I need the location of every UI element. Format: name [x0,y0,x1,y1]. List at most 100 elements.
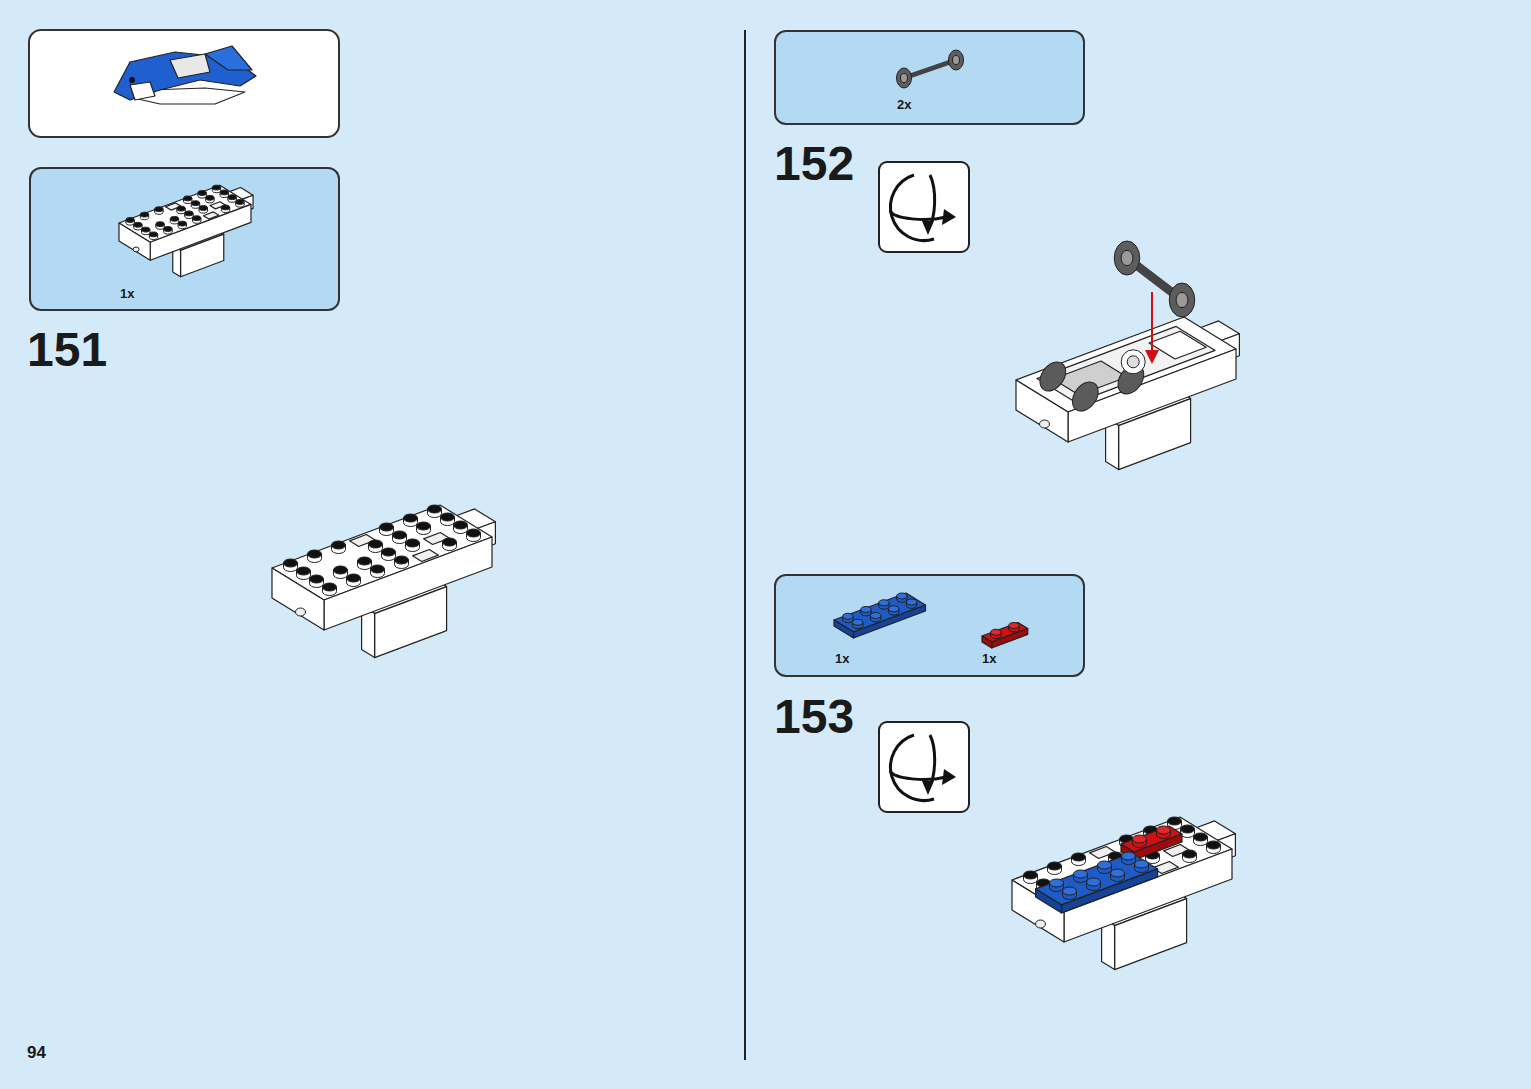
step-151-model [393,531,407,539]
step-number: 152 [774,140,854,188]
step-151-model [358,557,372,565]
rotate-icon [942,769,956,785]
insert-arrow [1151,292,1153,352]
part-illustration [150,204,251,260]
part-illustration [228,195,236,200]
wheel-axle [1121,250,1133,265]
part-illustration [185,211,193,216]
part-illustration [177,206,185,211]
part-quantity: 1x [982,651,996,667]
step-153-model [1122,852,1136,860]
part-illustration [897,50,964,88]
step-153-model [1183,850,1197,858]
part-illustration [854,605,926,638]
step-151-model [417,522,431,530]
submodel-preview [29,30,339,137]
part-illustration [776,576,1083,675]
part-illustration [178,221,186,226]
submodel-preview [170,54,210,78]
part-illustration [199,206,207,211]
part-illustration [991,629,1002,635]
step-153-model [1024,871,1038,879]
part-illustration [897,593,908,599]
step-152-model [1067,377,1103,416]
step-151-model [380,523,394,531]
parts-callout-box: 1x [29,167,340,311]
rotate-icon [879,722,969,812]
part-illustration [156,222,164,227]
step-number: 151 [27,326,107,374]
insert-arrow [1145,350,1159,364]
step-151-model [441,513,455,521]
part-illustration [133,247,139,252]
submodel-preview [205,46,252,70]
step-151-model [332,541,346,549]
step-151-model [443,538,457,546]
step-151-model [324,537,492,630]
part-illustration [191,201,199,206]
rotate-icon [922,781,934,795]
submodel-preview [29,30,339,137]
part-illustration [206,195,214,200]
part-illustration [126,218,134,223]
wheel-axle [1114,241,1140,275]
step-153-model [1036,889,1062,913]
step-151-model [395,556,409,564]
part-illustration [901,74,908,83]
step-151-model [404,514,418,522]
part-illustration [843,613,854,619]
step-153-model [1157,826,1171,834]
rotate-icon [890,735,934,801]
step-151-model [272,505,495,658]
part-illustration [982,636,992,648]
part-illustration [119,185,253,277]
part-illustration [861,607,872,613]
part-illustration [888,606,899,612]
step-153-model [1168,817,1182,825]
rotate-icon [890,771,946,779]
step-151-model [428,505,442,513]
rotate-icon [879,162,969,252]
part-illustration [184,196,192,201]
part-illustration [198,191,206,196]
step-151-model [296,608,306,616]
step-151-model [308,550,322,558]
step-number: 153 [774,693,854,741]
part-illustration [149,232,157,237]
step-151-model [347,574,361,582]
step-153-model [1098,861,1112,869]
step-153-model [1063,887,1077,895]
wheel-axle [1114,241,1195,317]
part-illustration [953,56,960,65]
step-151-model [297,567,311,575]
part-illustration [879,600,890,606]
step-153-model [1074,870,1088,878]
part-quantity: 1x [835,651,849,667]
step-153-model [1135,860,1149,868]
part-illustration [1009,623,1020,629]
step-151-model [371,565,385,573]
step-152-model [1149,331,1206,359]
step-153-model [1133,835,1147,843]
submodel-preview [130,82,155,100]
step-153-model [1012,817,1235,970]
part-illustration [776,32,1083,123]
rotate-icon [922,221,934,235]
page-number: 94 [27,1044,46,1061]
step-152-model [1121,350,1145,374]
wheel-axle [1176,292,1188,307]
step-153-model [1207,841,1221,849]
step-153-model [1194,833,1208,841]
part-illustration [906,599,917,605]
step-152-model [1127,356,1139,368]
step-151-model [284,559,298,567]
parts-callout-box: 2x [774,30,1085,125]
step-151-model [406,539,420,547]
part-illustration [834,593,1028,648]
step-151-model [272,568,324,630]
part-illustration [852,619,863,625]
rotate-icon [890,211,946,219]
part-illustration [140,212,148,217]
